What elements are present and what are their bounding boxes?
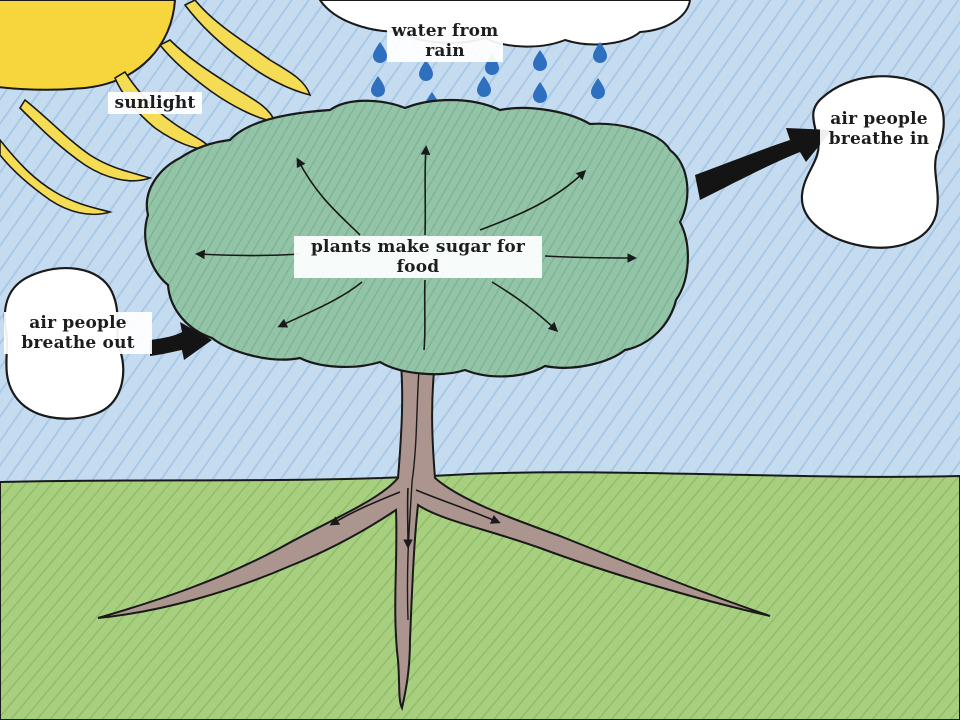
arrow-down-right [491,281,559,332]
arrow-up-right [479,170,587,231]
arrow-down-left [277,281,363,328]
sunlight-label: sunlight [108,92,202,114]
sugar-arrows [195,145,637,351]
air-in-arrow [695,128,832,200]
plants-make-sugar-label: plants make sugar for food [294,236,542,278]
air-people-breathe-out-label: air people breathe out [4,312,152,354]
root-arrows [329,487,501,549]
arrow-up-left [296,157,361,236]
air-in-cloud [800,75,945,249]
trunk-vein [406,355,421,621]
arrow-right [544,253,637,263]
grass [0,471,960,720]
air-out-arrow [150,322,212,360]
arrow-left [195,249,301,260]
root-arrow-left [329,491,401,526]
water-from-rain-label: water from rain [387,20,503,62]
air-people-breathe-in-label: air people breathe in [820,108,938,150]
arrow-up [420,145,431,236]
root-arrow-right [415,489,501,524]
tree-trunk [97,351,771,711]
canopy-stem [423,279,426,351]
